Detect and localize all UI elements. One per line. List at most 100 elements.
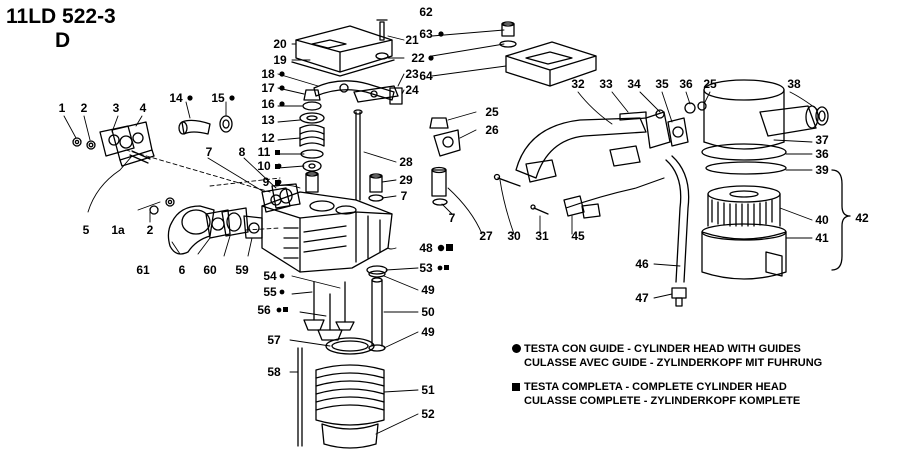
part-washer-2 [86,140,96,150]
callout-27: 27 [479,229,493,243]
part-filter-bowl-41 [701,223,787,280]
callout-12: 12 [261,131,275,145]
callout-31: 31 [535,229,549,243]
callout-36b: 36 [815,147,829,161]
callout-52: 52 [421,407,435,421]
part-washer-25b [697,101,707,111]
part-tube-50 [371,277,383,347]
callout-53: 53 [419,261,433,275]
part-pushrod-28 [353,109,363,201]
part-insert-8 [271,183,301,209]
part-bolt-14 [178,119,211,135]
callout-23: 23 [405,67,419,81]
model-title: 11LD 522-3 [6,5,116,28]
callout-1: 1 [59,101,66,115]
part-rocker-arm-23 [353,85,399,103]
callout-41: 41 [815,231,829,245]
callout-49a: 49 [421,283,435,297]
callout-56: 56 [257,303,271,317]
callout-60: 60 [203,263,217,277]
part-valve-54 [335,281,355,331]
part-guide-9 [305,171,319,193]
part-washer-15 [219,115,233,133]
callout-24: 24 [405,83,419,97]
callout-1a: 1a [111,223,125,237]
callout-7a: 7 [206,145,213,159]
part-gasket-39 [705,161,787,175]
part-screw-21 [376,19,388,41]
callout-57: 57 [267,333,281,347]
part-hose-46 [665,155,690,283]
callout-29: 29 [399,173,413,187]
callout-42: 42 [855,211,869,225]
callout-45: 45 [571,229,585,243]
part-nut-25a [429,117,449,129]
callout-51: 51 [421,383,435,397]
legend-circle-line2: CULASSE AVEC GUIDE - ZYLINDERKOPF MIT FU… [524,357,823,369]
square-symbol [512,380,524,394]
part-seal-49a [368,270,386,278]
part-washer-2b [149,205,159,215]
legend-square-line2: CULASSE COMPLETE - ZYLINDERKOPF KOMPLETE [524,395,801,407]
callout-61: 61 [136,263,150,277]
part-filter-cover-37 [703,79,785,150]
legend-circle-line1: TESTA CON GUIDE - CYLINDER HEAD WITH GUI… [524,343,801,355]
callout-28: 28 [399,155,413,169]
part-nut-1 [72,137,82,147]
part-valve-56 [317,293,343,341]
part-gasket-35 [667,117,689,147]
part-tappet-29 [369,173,383,193]
callout-38: 38 [787,77,801,91]
part-cylinder-head-48 [261,191,393,273]
callout-15: 15 [211,91,225,105]
callout-3: 3 [113,101,120,115]
callout-13: 13 [261,113,275,127]
callout-62: 62 [419,5,433,19]
part-flange-60 [221,207,249,237]
callout-58: 58 [267,365,281,379]
part-bolt-30 [493,173,521,187]
part-retainer-13 [299,112,325,124]
callout-22: 22 [411,51,425,65]
callout-36a: 36 [679,77,693,91]
part-gasket-3 [99,125,135,157]
part-washer-34 [655,109,665,119]
part-clamp-36b [701,143,787,161]
callout-16: 16 [261,97,275,111]
part-elbow-61 [167,205,215,255]
callout-9: 9 [263,175,270,189]
part-ring-7c [432,198,448,206]
callout-10: 10 [257,159,271,173]
part-adjuster-24 [389,87,403,105]
callout-33: 33 [599,77,613,91]
callout-34: 34 [627,77,641,91]
part-gasket-57 [325,337,375,355]
callout-32: 32 [571,77,585,91]
part-filter-bracket [765,251,783,277]
part-spring-12 [299,124,325,147]
part-cylinder-skirt-52 [321,423,379,449]
callout-19: 19 [273,53,287,67]
callout-39: 39 [815,163,829,177]
callout-46: 46 [635,257,649,271]
callout-5: 5 [83,223,90,237]
callout-18: 18 [261,67,275,81]
part-cover-gasket-19 [291,59,395,77]
callout-50: 50 [421,305,435,319]
callout-2b: 2 [147,223,154,237]
callout-37: 37 [815,133,829,147]
callout-63: 63 [419,27,433,41]
part-seal-38 [815,106,829,126]
sheet-letter: D [55,29,71,52]
part-filter-element-40 [707,185,781,227]
callout-54: 54 [263,269,277,283]
callout-20: 20 [273,37,287,51]
callout-64: 64 [419,69,433,83]
part-filter-outlet [759,105,819,137]
circle-symbol [512,342,524,356]
callout-2: 2 [81,101,88,115]
callout-21: 21 [405,33,419,47]
callout-47: 47 [635,291,649,305]
callout-59: 59 [235,263,249,277]
callout-49b: 49 [421,325,435,339]
